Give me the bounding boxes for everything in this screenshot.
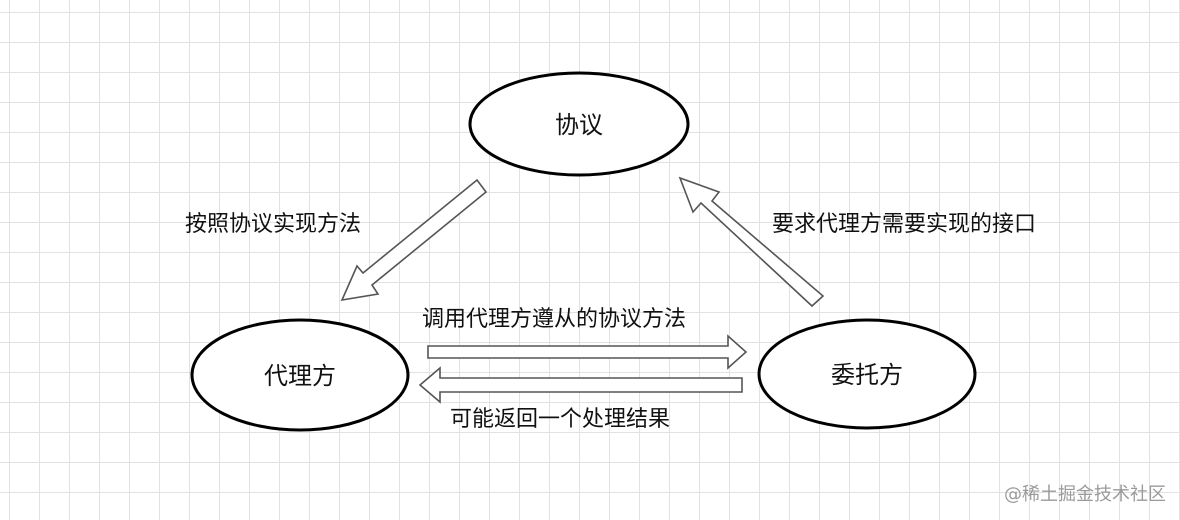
arrow-delegator-to-delegate xyxy=(418,366,743,404)
node-delegate: 代理方 xyxy=(190,318,410,432)
edge-label-require: 要求代理方需要实现的接口 xyxy=(772,212,1036,237)
node-protocol-shape xyxy=(468,71,690,177)
edge-label-call: 调用代理方遵从的协议方法 xyxy=(422,307,686,332)
node-delegator-label: 委托方 xyxy=(831,361,903,389)
edge-label-implement: 按照协议实现方法 xyxy=(185,212,361,237)
node-protocol-label: 协议 xyxy=(555,111,603,139)
arrow-protocol-to-delegate xyxy=(340,178,488,302)
edge-label-return: 可能返回一个处理结果 xyxy=(450,407,670,432)
node-protocol: 协议 xyxy=(468,71,690,177)
arrow-delegator-to-protocol xyxy=(678,176,825,308)
node-delegate-shape xyxy=(190,318,410,432)
node-delegator: 委托方 xyxy=(757,318,977,430)
node-delegator-shape xyxy=(757,318,977,430)
watermark: @稀土掘金技术社区 xyxy=(1004,484,1166,505)
arrow-delegate-to-delegator xyxy=(427,334,748,370)
node-delegate-label: 代理方 xyxy=(264,362,336,390)
